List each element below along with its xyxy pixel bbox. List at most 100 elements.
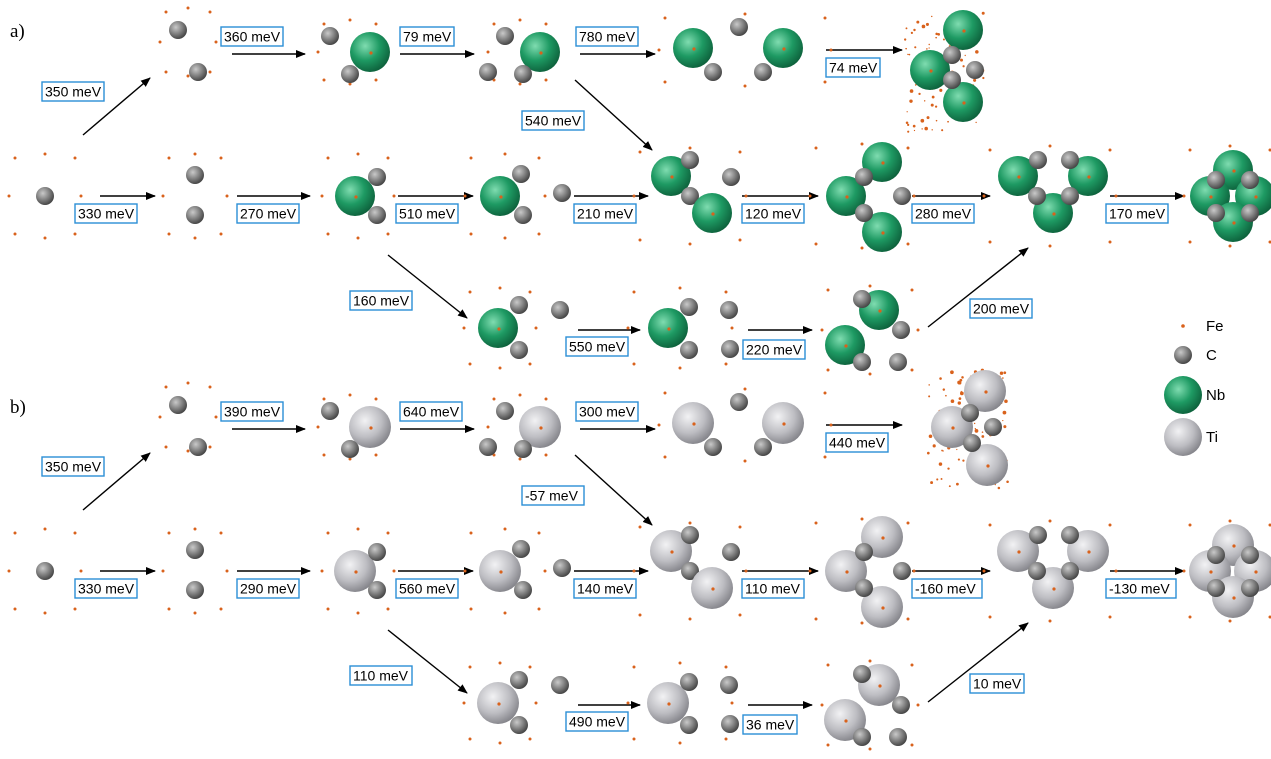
iron-atom — [79, 194, 83, 198]
iron-atom — [1254, 195, 1258, 199]
iron-atom — [950, 370, 954, 375]
energy-label: 110 meV — [349, 665, 413, 686]
iron-atom — [492, 397, 496, 401]
iron-atom — [498, 741, 502, 745]
carbon-atom — [853, 290, 871, 308]
carbon-atom — [514, 440, 532, 458]
iron-atom — [528, 290, 532, 294]
iron-atom — [948, 485, 951, 488]
iron-atom — [826, 663, 830, 667]
energy-value: 640 meV — [403, 404, 460, 420]
iron-atom — [823, 391, 827, 395]
iron-atom — [539, 51, 543, 55]
energy-label: 350 meV — [41, 456, 105, 477]
iron-atom — [909, 89, 914, 93]
energy-label-box — [236, 578, 300, 599]
iron-atom — [1002, 410, 1007, 415]
iron-atom — [462, 326, 466, 330]
iron-atom — [503, 152, 507, 156]
iron-atom — [73, 531, 77, 535]
iron-atom — [43, 152, 47, 156]
iron-atom — [1188, 240, 1192, 244]
iron-atom — [910, 743, 914, 747]
iron-atom — [164, 10, 168, 14]
iron-atom — [537, 607, 541, 611]
iron-atom — [860, 246, 864, 250]
carbon-atom — [1241, 546, 1259, 564]
iron-atom — [670, 175, 674, 179]
iron-atom — [975, 121, 977, 124]
iron-atom — [543, 194, 547, 198]
iron-atom — [1087, 175, 1091, 179]
energy-label: 540 meV — [521, 110, 585, 131]
carbon-atom — [704, 63, 722, 81]
iron-atom — [161, 194, 165, 198]
carbon-atom — [855, 168, 873, 186]
iron-atom — [13, 607, 17, 611]
energy-value: 510 meV — [399, 206, 456, 222]
iron-atom — [663, 391, 667, 395]
iron-atom — [638, 150, 642, 154]
iron-atom — [744, 194, 748, 198]
carbon-atom — [1207, 171, 1225, 189]
reaction-arrow — [574, 79, 653, 151]
energy-value: 210 meV — [577, 206, 634, 222]
iron-atom — [951, 426, 955, 430]
iron-atom — [959, 378, 963, 382]
legend-item-ti: Ti — [1164, 418, 1218, 456]
iron-atom — [808, 194, 812, 198]
iron-atom — [638, 613, 642, 617]
iron-atom — [544, 22, 548, 26]
energy-label: 270 meV — [236, 203, 300, 224]
iron-atom — [167, 232, 171, 236]
iron-atom — [468, 362, 472, 366]
energy-value: 74 meV — [829, 60, 878, 76]
iron-atom — [528, 665, 532, 669]
carbon-atom — [681, 151, 699, 169]
iron-atom — [910, 368, 914, 372]
iron-atom — [724, 737, 728, 741]
iron-atom — [743, 12, 747, 16]
iron-atom — [537, 156, 541, 160]
iron-atom — [462, 701, 466, 705]
carbon-atom — [853, 665, 871, 683]
carbon-atom — [966, 61, 984, 79]
iron-atom — [939, 377, 942, 380]
iron-atom — [823, 80, 827, 84]
carbon-atom — [1207, 579, 1225, 597]
carbon-atom — [1028, 187, 1046, 205]
carbon-atom — [341, 65, 359, 83]
energy-label-box — [565, 711, 629, 732]
iron-atom — [724, 665, 728, 669]
iron-atom — [724, 362, 728, 366]
energy-value: 120 meV — [745, 206, 802, 222]
energy-value: 540 meV — [525, 113, 582, 129]
iron-atom — [468, 737, 472, 741]
energy-value: 350 meV — [45, 459, 102, 475]
energy-label-box — [575, 26, 639, 47]
iron-atom — [930, 481, 934, 485]
carbon-atom — [321, 27, 339, 45]
energy-value: 440 meV — [829, 435, 886, 451]
carbon-atom — [853, 728, 871, 746]
legend-swatch — [1164, 376, 1202, 414]
energy-label: 350 meV — [41, 81, 105, 102]
iron-atom — [469, 531, 473, 535]
carbon-atom — [514, 581, 532, 599]
iron-atom — [193, 527, 197, 531]
iron-atom — [663, 16, 667, 20]
legend-label: Nb — [1206, 387, 1225, 404]
energy-label-box — [220, 401, 284, 422]
iron-atom — [497, 702, 501, 706]
iron-atom — [940, 478, 943, 480]
carbon-atom — [855, 579, 873, 597]
energy-label: 36 meV — [742, 714, 798, 735]
carbon-atom — [730, 393, 748, 411]
iron-atom — [638, 525, 642, 529]
iron-atom — [374, 22, 378, 26]
iron-atom — [208, 445, 212, 449]
energy-label: 110 meV — [741, 578, 805, 599]
iron-atom — [960, 58, 964, 62]
